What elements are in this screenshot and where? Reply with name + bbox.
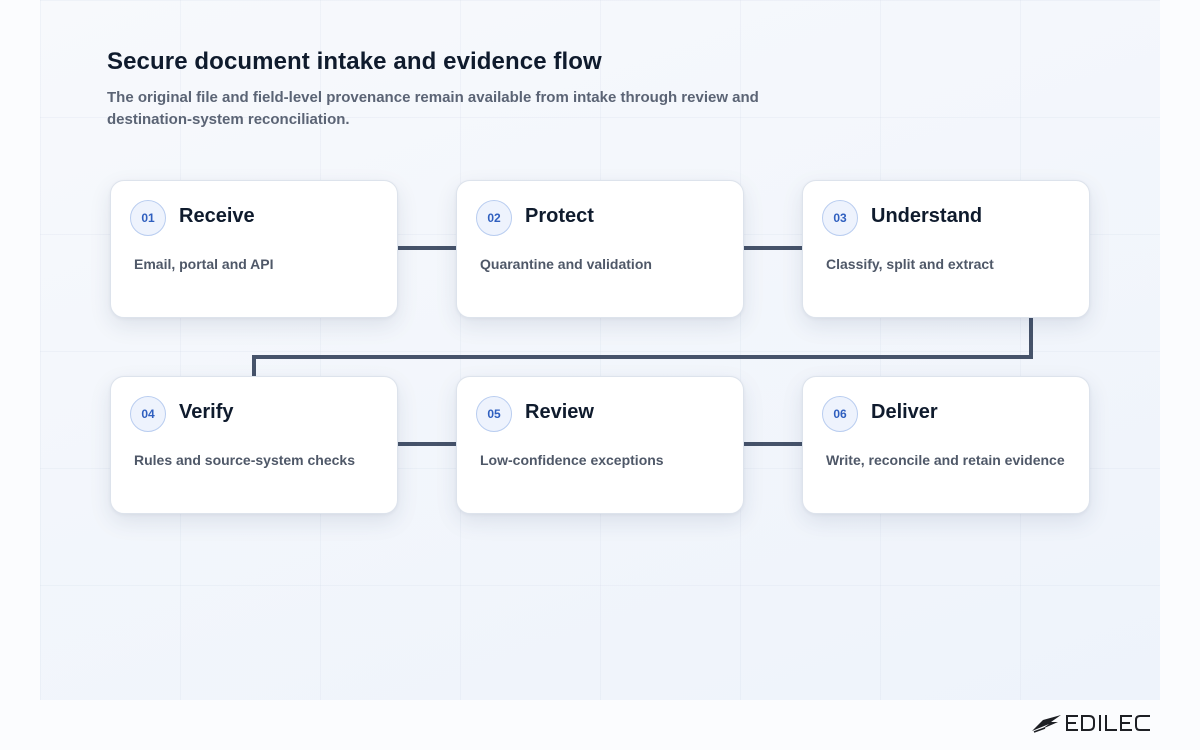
edilec-logo <box>1031 711 1155 735</box>
page-subtitle: The original file and field-level proven… <box>107 89 759 128</box>
step-title: Deliver <box>871 401 938 423</box>
step-title: Understand <box>871 205 983 227</box>
step-title: Protect <box>525 205 594 227</box>
page-title: Secure document intake and evidence flow <box>107 48 602 75</box>
step-card-protect: 02 Protect Quarantine and validation <box>456 180 744 318</box>
step-description: Quarantine and validation <box>480 256 652 272</box>
step-description: Rules and source-system checks <box>134 452 355 468</box>
step-number-badge: 05 <box>476 396 512 432</box>
connector-03-04 <box>252 317 1033 377</box>
step-number-badge: 02 <box>476 200 512 236</box>
diagram-canvas <box>40 0 1160 700</box>
step-card-understand: 03 Understand Classify, split and extrac… <box>802 180 1090 318</box>
step-title: Receive <box>179 205 255 227</box>
step-description: Email, portal and API <box>134 256 274 272</box>
step-title: Verify <box>179 401 234 423</box>
step-number-badge: 01 <box>130 200 166 236</box>
step-description: Classify, split and extract <box>826 256 994 272</box>
step-card-receive: 01 Receive Email, portal and API <box>110 180 398 318</box>
step-description: Write, reconcile and retain evidence <box>826 452 1065 468</box>
step-card-deliver: 06 Deliver Write, reconcile and retain e… <box>802 376 1090 514</box>
step-title: Review <box>525 401 594 423</box>
step-number-badge: 03 <box>822 200 858 236</box>
step-number-badge: 04 <box>130 396 166 432</box>
step-description: Low-confidence exceptions <box>480 452 664 468</box>
step-card-review: 05 Review Low-confidence exceptions <box>456 376 744 514</box>
step-card-verify: 04 Verify Rules and source-system checks <box>110 376 398 514</box>
edilec-wing-logo-icon <box>1032 715 1150 733</box>
step-number-badge: 06 <box>822 396 858 432</box>
